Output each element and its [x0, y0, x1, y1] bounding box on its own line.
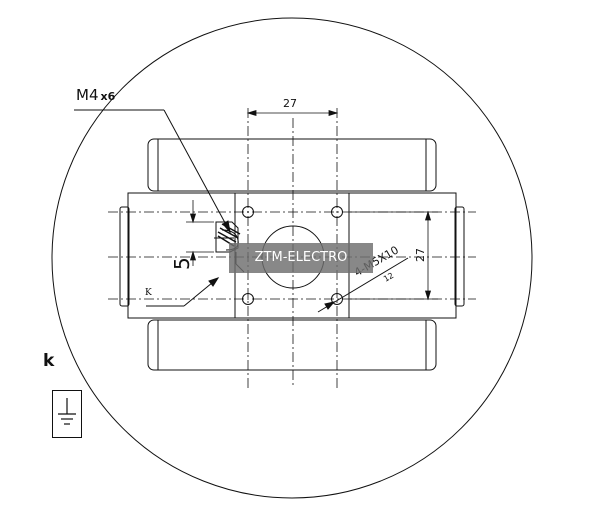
watermark: ZTM-ELECTRO [229, 243, 373, 273]
right-tab [454, 206, 465, 307]
ground-symbol-icon [58, 398, 76, 425]
thread-count-label: x6 [100, 90, 116, 103]
top-jaw [147, 138, 437, 192]
ground-symbol-box [52, 390, 82, 438]
outer-circle [51, 17, 533, 499]
k-big-label: k [43, 351, 55, 371]
left-tab [119, 206, 130, 307]
dim-five-label: 5 [170, 257, 194, 270]
dim-right-label: 27 [414, 248, 427, 262]
bottom-jaw [147, 319, 437, 371]
thread-main-label: M4 [76, 86, 99, 104]
k-small-label: K [145, 288, 152, 298]
dim-top-label: 27 [283, 97, 297, 110]
